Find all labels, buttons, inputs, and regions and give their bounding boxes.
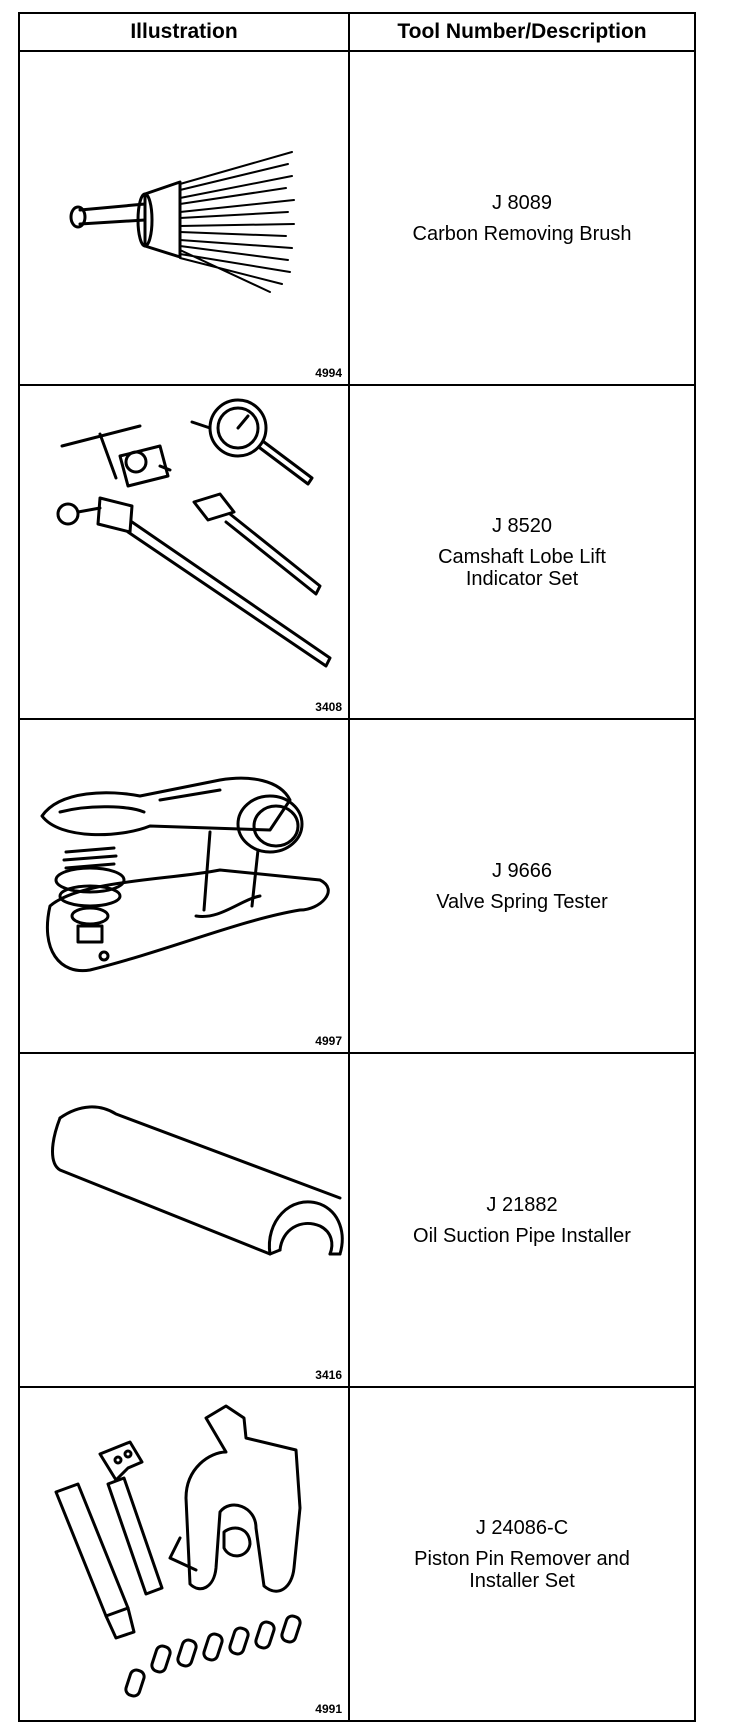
description-cell: J 9666 Valve Spring Tester xyxy=(348,718,696,1054)
illustration-cell: 4991 xyxy=(18,1386,350,1722)
figure-number: 4991 xyxy=(315,1702,342,1716)
dial-indicator-set-icon xyxy=(56,398,332,668)
tool-description-line: Valve Spring Tester xyxy=(436,890,608,913)
tool-description-line: Piston Pin Remover and xyxy=(414,1547,630,1570)
description-cell: J 8089 Carbon Removing Brush xyxy=(348,50,696,386)
tool-number: J 8520 xyxy=(491,514,553,537)
tool-number: J 21882 xyxy=(486,1193,558,1216)
table-row: 4991 J 24086-C Piston Pin Remover and In… xyxy=(18,1386,696,1722)
figure-number: 4994 xyxy=(315,366,342,380)
table-row: 4994 J 8089 Carbon Removing Brush xyxy=(18,50,696,386)
figure-number: 4997 xyxy=(315,1034,342,1048)
tool-description-line: Installer Set xyxy=(469,1569,575,1592)
tool-number: J 8089 xyxy=(491,191,553,214)
tool-number: J 9666 xyxy=(491,859,553,882)
illustration-cell: 3408 xyxy=(18,384,350,720)
description-cell: J 21882 Oil Suction Pipe Installer xyxy=(348,1052,696,1388)
description-cell: J 8520 Camshaft Lobe Lift Indicator Set xyxy=(348,384,696,720)
piston-pin-set-icon xyxy=(54,1404,302,1698)
tool-number: J 24086-C xyxy=(475,1516,569,1539)
header-illustration: Illustration xyxy=(18,12,350,52)
illustration-cell: 3416 xyxy=(18,1052,350,1388)
illustration-cell: 4994 xyxy=(18,50,350,386)
header-row: Illustration Tool Number/Description xyxy=(18,12,696,52)
special-tools-table: Illustration Tool Number/Description 499… xyxy=(18,12,696,1722)
header-tool-number-description: Tool Number/Description xyxy=(348,12,696,52)
table-row: 4997 J 9666 Valve Spring Tester xyxy=(18,718,696,1054)
tool-description-line: Oil Suction Pipe Installer xyxy=(413,1224,631,1247)
table-row: 3416 J 21882 Oil Suction Pipe Installer xyxy=(18,1052,696,1388)
description-cell: J 24086-C Piston Pin Remover and Install… xyxy=(348,1386,696,1722)
valve-spring-tester-icon xyxy=(40,776,330,973)
carbon-brush-icon xyxy=(69,151,295,293)
tool-description-line: Indicator Set xyxy=(465,567,579,590)
figure-number: 3416 xyxy=(315,1368,342,1382)
illustration-cell: 4997 xyxy=(18,718,350,1054)
figure-number: 3408 xyxy=(315,700,342,714)
half-pipe-icon xyxy=(51,1105,344,1256)
table-row: 3408 J 8520 Camshaft Lobe Lift Indicator… xyxy=(18,384,696,720)
tool-description-line: Camshaft Lobe Lift xyxy=(438,545,606,568)
tool-description-line: Carbon Removing Brush xyxy=(412,222,632,245)
